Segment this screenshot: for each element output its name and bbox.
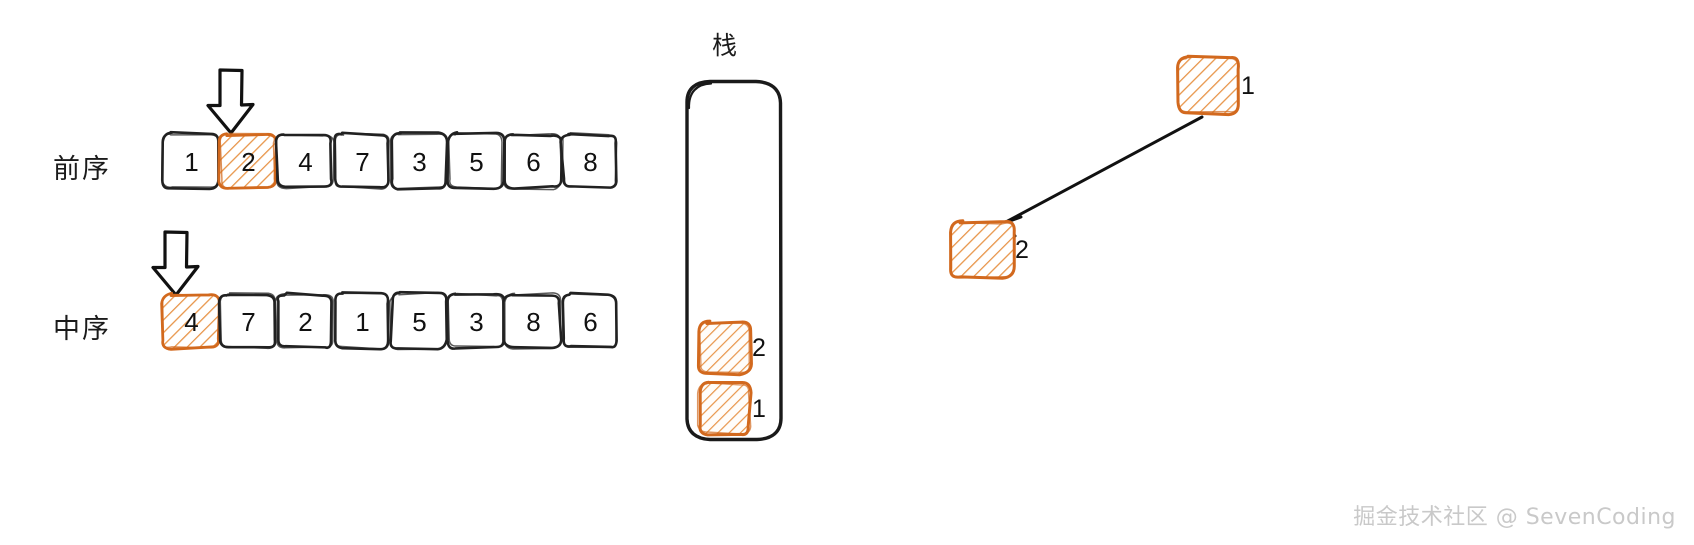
- array-cell-value: 4: [298, 146, 313, 177]
- array-cell[interactable]: 8: [502, 292, 563, 350]
- array-cell[interactable]: 3: [446, 292, 506, 350]
- array-cell-value: 2: [241, 146, 256, 177]
- array-preorder: 1 2 4 7 3 5 6 8: [160, 130, 623, 192]
- pointer-arrow-preorder: [206, 68, 255, 135]
- array-label-preorder: 前序: [53, 154, 111, 185]
- tree-node-left[interactable]: 2: [949, 218, 1029, 280]
- stack-item-outline: [696, 380, 753, 437]
- cell-outline: [559, 132, 618, 189]
- array-cell[interactable]: 4: [274, 133, 335, 190]
- tree-edge-root-to-left: [1002, 115, 1204, 238]
- cell-outline: [503, 132, 564, 191]
- tree-node-outline: [1176, 54, 1240, 116]
- cell-outline: [274, 133, 335, 190]
- tree-node-outline: [949, 218, 1016, 280]
- array-cell[interactable]: 3: [389, 131, 449, 191]
- tree-node-value: 2: [1015, 235, 1029, 264]
- array-cell-value: 3: [469, 306, 484, 337]
- cell-outline: [502, 292, 563, 350]
- cell-outline: [389, 290, 449, 351]
- cell-outline: [274, 291, 334, 350]
- array-cell-value: 2: [298, 306, 313, 337]
- array-cell[interactable]: 5: [446, 130, 506, 191]
- array-inorder: 4 7 2 1 5 3 8 6: [160, 290, 623, 352]
- stack-item[interactable]: 1: [696, 380, 766, 437]
- cell-outline: [446, 292, 506, 350]
- cell-outline: [446, 130, 506, 191]
- array-cell[interactable]: 2: [274, 291, 334, 350]
- cell-outline: [333, 291, 390, 351]
- stack-title: 栈: [712, 31, 739, 60]
- array-cell-value: 1: [355, 306, 370, 337]
- cell-outline: [217, 132, 278, 190]
- array-cell-value: 1: [184, 146, 199, 177]
- array-cell[interactable]: 8: [559, 132, 619, 190]
- array-cell-value: 7: [355, 146, 370, 177]
- array-cell-value: 6: [526, 146, 541, 177]
- array-cell[interactable]: 7: [217, 292, 277, 350]
- watermark: 掘金技术社区 @ SevenCoding: [1353, 505, 1676, 530]
- stack-item-value: 1: [752, 395, 766, 423]
- cell-outline: [217, 292, 277, 350]
- stack-item-outline: [696, 319, 753, 377]
- array-cell-value: 8: [526, 306, 541, 337]
- array-cell-value: 4: [184, 306, 199, 337]
- tree-node-value: 1: [1241, 71, 1255, 100]
- array-cell-value: 5: [412, 306, 427, 337]
- cell-outline: [333, 131, 390, 190]
- array-cell-value: 5: [469, 146, 484, 177]
- stack-item-value: 2: [752, 334, 766, 362]
- pointer-arrow-inorder: [151, 230, 200, 297]
- cell-outline: [160, 291, 221, 351]
- tree-node-root[interactable]: 1: [1176, 54, 1255, 116]
- array-cell[interactable]: 7: [333, 131, 391, 190]
- array-cell-value: 7: [241, 306, 256, 337]
- cell-outline: [160, 130, 220, 191]
- cell-outline: [561, 291, 618, 349]
- cell-outline: [389, 131, 449, 191]
- array-cell[interactable]: 6: [561, 291, 619, 350]
- array-cell[interactable]: 1: [160, 130, 220, 191]
- array-cell-value: 3: [412, 146, 427, 177]
- array-cell-highlighted[interactable]: 2: [217, 132, 278, 190]
- array-cell[interactable]: 6: [503, 132, 564, 191]
- array-cell[interactable]: 5: [389, 290, 449, 351]
- stack-item-top[interactable]: 2: [696, 319, 766, 377]
- array-label-inorder: 中序: [53, 314, 111, 345]
- array-cell-highlighted[interactable]: 4: [160, 291, 221, 351]
- array-cell[interactable]: 1: [333, 291, 391, 351]
- array-cell-value: 8: [583, 146, 598, 177]
- array-cell-value: 6: [583, 306, 598, 337]
